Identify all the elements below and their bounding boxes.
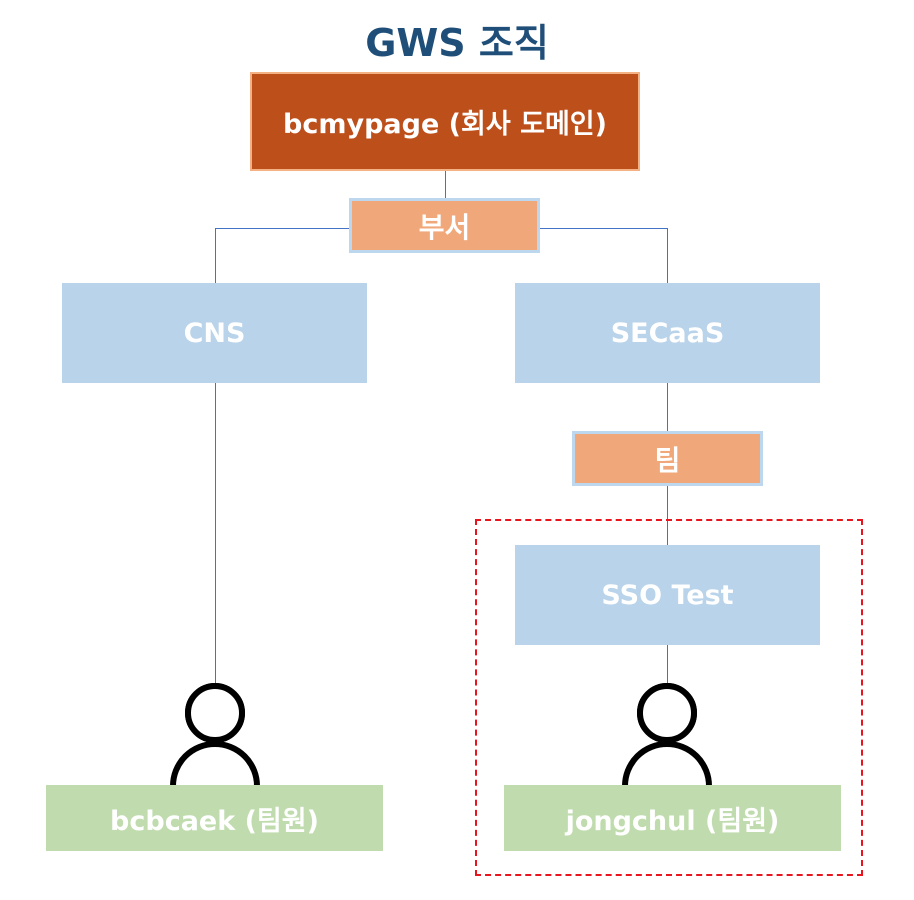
member-node-label: bcbcaek (팀원) <box>110 805 319 837</box>
team-level-text: 팀 <box>654 443 681 477</box>
department-node-label: CNS <box>183 317 246 349</box>
member-node-jongchul: jongchul (팀원) <box>504 785 841 851</box>
connector-root-to-dept <box>445 171 446 198</box>
team-node-label: SSO Test <box>601 579 734 611</box>
team-node-sso-test: SSO Test <box>515 545 820 645</box>
connector-sso-to-member <box>667 645 668 688</box>
level-label-team: 팀 <box>572 431 763 486</box>
connector-team-to-sso <box>667 486 668 545</box>
department-node-secaas: SECaaS <box>515 283 820 383</box>
connector-to-cns <box>215 228 216 283</box>
highlight-dashed-box <box>475 519 863 876</box>
department-node-cns: CNS <box>62 283 367 383</box>
connector-secaas-to-team <box>667 383 668 431</box>
member-node-bcbcaek: bcbcaek (팀원) <box>46 785 383 851</box>
connector-dept-right-horizontal <box>540 228 668 229</box>
root-node-company-domain: bcmypage (회사 도메인) <box>250 72 640 171</box>
connector-to-secaas <box>667 228 668 283</box>
root-node-label: bcmypage (회사 도메인) <box>283 109 607 140</box>
department-level-text: 부서 <box>418 210 471 244</box>
department-node-label: SECaaS <box>610 317 725 349</box>
diagram-title: GWS 조직 <box>365 21 549 65</box>
connector-dept-left-horizontal <box>215 228 349 229</box>
person-icon <box>170 683 260 792</box>
member-node-label: jongchul (팀원) <box>565 805 780 837</box>
connector-cns-to-member <box>215 383 216 688</box>
level-label-department: 부서 <box>349 198 540 253</box>
person-icon <box>622 683 712 792</box>
